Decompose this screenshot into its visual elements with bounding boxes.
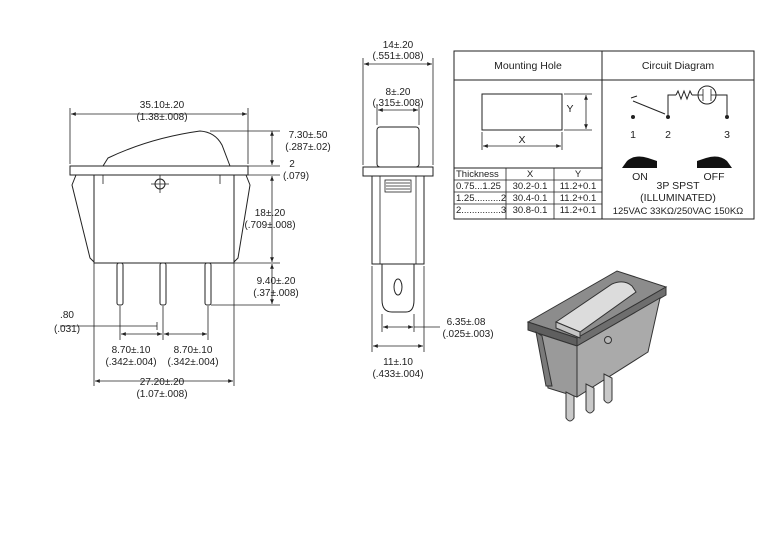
table-header-cell: X xyxy=(527,169,534,180)
dim-side-terminal-mm: 6.35±.08 xyxy=(447,317,486,328)
rating-label: 125VAC 33KΩ/250VAC 150KΩ xyxy=(613,206,744,217)
dim-body-width-inch: (1.07±.008) xyxy=(136,389,187,400)
front-terminal-3 xyxy=(204,262,212,306)
circuit-pin-1-dot xyxy=(631,115,635,119)
dim-body-width-mm: 27.20±.20 xyxy=(140,377,185,388)
circuit-pin-2: 2 xyxy=(665,129,671,141)
front-left-spring xyxy=(71,174,95,263)
mounting-hole-rect xyxy=(481,93,563,131)
dim-side-flange-mm: 14±.20 xyxy=(383,40,414,51)
table-cell: 11.2+0.1 xyxy=(560,205,597,216)
side-terminal xyxy=(381,264,415,313)
dim-body-height-mm: 18±.20 xyxy=(255,208,286,219)
side-body xyxy=(371,175,425,265)
mounting-hole-x-label: X xyxy=(518,134,525,146)
dim-body-height-inch: (.709±.008) xyxy=(244,220,295,231)
table-cell: 2...............3 xyxy=(456,205,506,216)
mounting-hole-title: Mounting Hole xyxy=(494,60,562,72)
rocker-on-icon xyxy=(622,156,657,168)
circuit-diagram-title: Circuit Diagram xyxy=(642,60,715,72)
table-cell: 11.2+0.1 xyxy=(560,181,597,192)
dim-terminal-thickness-inch: (.031) xyxy=(54,324,80,335)
on-label: ON xyxy=(632,171,648,183)
table-cell: 0.75...1.25 xyxy=(456,181,501,192)
dim-terminal-length-mm: 9.40±.20 xyxy=(257,276,296,287)
dim-rocker-height-mm: 7.30±.50 xyxy=(289,130,328,141)
dim-side-flange-inch: (.551±.008) xyxy=(372,51,423,62)
dim-pitch-right-inch: (.342±.004) xyxy=(167,357,218,368)
dim-terminal-thickness-mm: .80 xyxy=(60,310,74,321)
side-flange xyxy=(362,166,434,177)
dim-pitch-left-mm: 8.70±.10 xyxy=(112,345,151,356)
table-cell: 30.2-0.1 xyxy=(513,181,548,192)
mounting-hole-table: Thickness X Y 0.75...1.25 30.2-0.1 11.2+0.1 1.… xyxy=(456,169,596,216)
dim-side-rocker-inch: (.315±.008) xyxy=(372,98,423,109)
circuit-diagram-panel: Circuit Diagram 1 2 3 ON OFF 3P SPST (IL… xyxy=(601,50,755,220)
front-body xyxy=(93,174,235,264)
front-terminal-1 xyxy=(116,262,124,306)
rocker-switch-3d-illustration xyxy=(526,270,668,422)
dim-flange-inch: (.079) xyxy=(283,171,309,182)
front-view: 35.10±.20 (1.38±.008) 7.30±.50 (.287±.02… xyxy=(54,100,331,400)
dim-pitch-left-inch: (.342±.004) xyxy=(105,357,156,368)
dim-pitch-right-mm: 8.70±.10 xyxy=(174,345,213,356)
rocker-off-icon xyxy=(697,156,732,168)
table-cell: 11.2+0.1 xyxy=(560,193,597,204)
dim-flange-mm: 2 xyxy=(289,159,295,170)
front-terminal-2 xyxy=(159,262,167,306)
side-rocker xyxy=(376,126,420,168)
dim-rocker-height-inch: (.287±.02) xyxy=(285,142,331,153)
dim-terminal-length-inch: (.37±.008) xyxy=(253,288,299,299)
dim-side-terminal-inch: (.025±.003) xyxy=(442,329,493,340)
table-header-cell: Thickness xyxy=(456,169,499,180)
table-header-cell: Y xyxy=(575,169,582,180)
illuminated-label: (ILLUMINATED) xyxy=(640,192,716,204)
circuit-switch-lever xyxy=(632,100,666,115)
switch-type-label: 3P SPST xyxy=(657,180,701,192)
side-terminal-hole xyxy=(393,278,403,296)
dim-side-body-mm: 11±.10 xyxy=(383,357,413,368)
mounting-hole-y-label: Y xyxy=(566,103,573,115)
off-label: OFF xyxy=(704,171,725,183)
table-cell: 1.25..........2 xyxy=(456,193,506,204)
circuit-pin-3: 3 xyxy=(724,129,730,141)
dim-side-rocker-mm: 8±.20 xyxy=(386,87,411,98)
front-rocker xyxy=(102,130,231,167)
dim-overall-width-inch: (1.38±.008) xyxy=(136,112,187,123)
side-view: 14±.20 (.551±.008) 8±.20 (.315±.008) 6.3… xyxy=(362,40,494,380)
front-right-spring xyxy=(233,174,251,263)
table-cell: 30.4-0.1 xyxy=(513,193,548,204)
circuit-pin-1: 1 xyxy=(630,129,636,141)
front-flange xyxy=(69,165,249,176)
table-cell: 30.8-0.1 xyxy=(513,205,548,216)
resistor-icon xyxy=(675,89,693,101)
dim-overall-width-mm: 35.10±.20 xyxy=(140,100,185,111)
dim-side-body-inch: (.433±.004) xyxy=(372,369,423,380)
mounting-hole-panel: Mounting Hole X Y Thickness X Y 0.75...1.25… xyxy=(453,50,603,220)
